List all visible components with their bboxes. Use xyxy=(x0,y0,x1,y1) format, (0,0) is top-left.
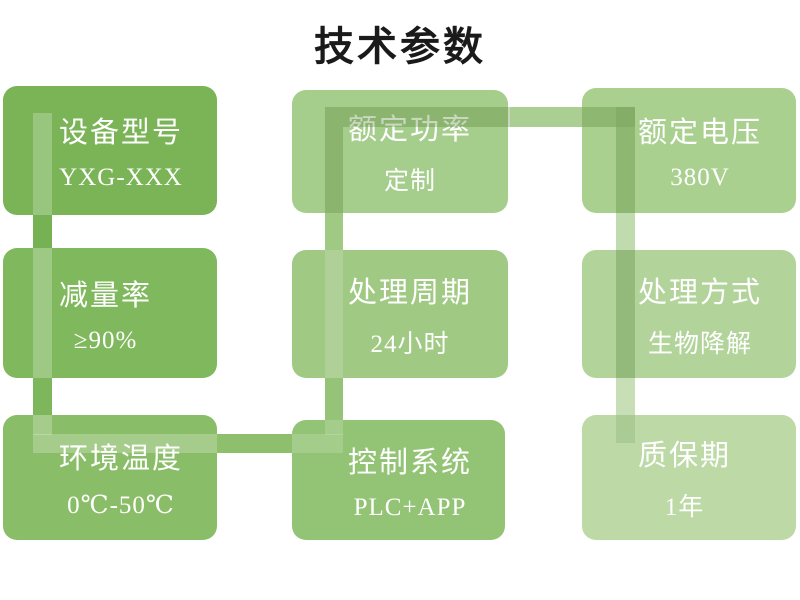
param-value: 0℃-50℃ xyxy=(67,492,175,519)
param-label: 额定功率 xyxy=(348,114,473,146)
param-label: 控制系统 xyxy=(348,446,473,479)
connector-col1-gap2 xyxy=(33,378,52,415)
param-value: ≥90% xyxy=(73,326,138,354)
param-card-control-system: 控制系统 PLC+APP xyxy=(292,420,505,540)
param-label: 减量率 xyxy=(59,279,153,312)
param-label: 环境温度 xyxy=(59,443,184,475)
param-label: 处理周期 xyxy=(348,276,473,309)
param-value: 1年 xyxy=(664,494,705,521)
connector-col3-gap-lower xyxy=(616,378,635,415)
connector-col3-gap-upper xyxy=(616,213,635,250)
param-value: 定制 xyxy=(384,168,437,195)
param-card-warranty-period: 质保期 1年 xyxy=(582,415,796,540)
param-label: 处理方式 xyxy=(638,276,763,309)
connector-row3-band-gap xyxy=(217,434,292,453)
param-value: 380V xyxy=(670,164,730,191)
param-label: 质保期 xyxy=(638,440,732,472)
param-value: 生物降解 xyxy=(648,330,753,358)
param-card-rated-voltage: 额定电压 380V xyxy=(582,88,796,213)
param-card-treatment-cycle: 处理周期 24小时 xyxy=(292,250,508,378)
param-value: YXG-XXX xyxy=(59,164,183,191)
connector-mid-gap-upper xyxy=(325,213,343,250)
param-value: PLC+APP xyxy=(353,493,467,521)
page-title: 技术参数 xyxy=(314,25,486,69)
connector-top-band-gap xyxy=(510,107,582,127)
param-value: 24小时 xyxy=(370,330,450,358)
param-label: 设备型号 xyxy=(59,117,184,149)
param-card-rated-power: 额定功率 定制 xyxy=(292,90,508,213)
connector-mid-gap-lower xyxy=(325,378,343,420)
param-card-ambient-temperature: 环境温度 0℃-50℃ xyxy=(3,415,217,540)
param-card-reduction-rate: 减量率 ≥90% xyxy=(3,248,217,378)
param-label: 额定电压 xyxy=(638,117,763,149)
param-card-treatment-method: 处理方式 生物降解 xyxy=(582,250,796,378)
connector-col1-gap1 xyxy=(33,215,52,248)
param-card-device-model: 设备型号 YXG-XXX xyxy=(3,86,217,215)
